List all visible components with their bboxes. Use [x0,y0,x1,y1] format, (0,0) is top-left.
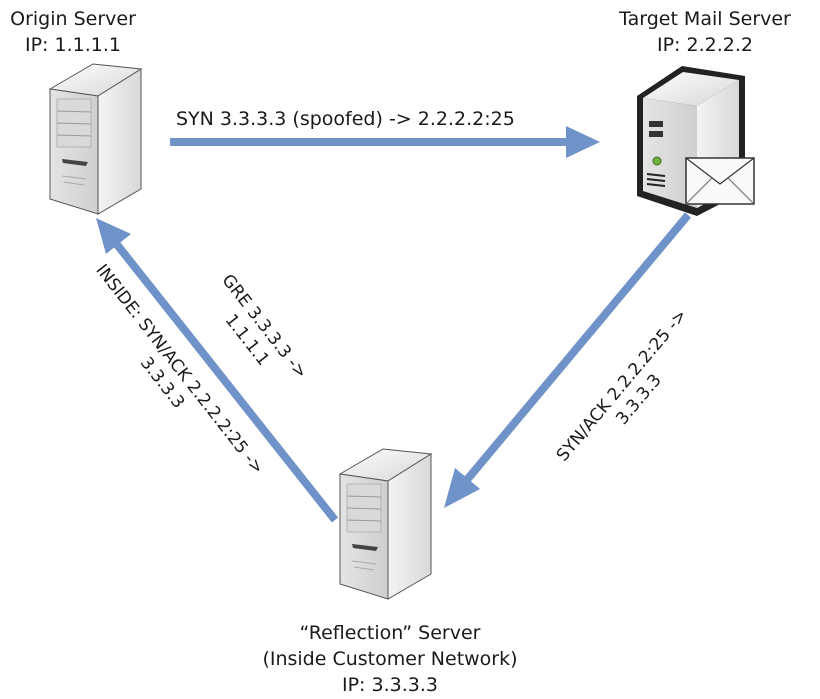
reflection-server-title: “Reflection” Server [299,622,481,644]
envelope-icon [685,157,755,205]
origin-server-label: Origin Server IP: 1.1.1.1 [8,6,138,58]
syn-edge-label: SYN 3.3.3.3 (spoofed) -> 2.2.2.2:25 [176,108,515,130]
target-server-label: Target Mail Server IP: 2.2.2.2 [590,6,820,58]
target-server-title: Target Mail Server [619,8,791,30]
arrow-syn [170,126,600,158]
origin-server-title: Origin Server [10,8,136,30]
origin-server-icon [48,63,143,215]
reflection-server-label: “Reflection” Server (Inside Customer Net… [240,620,540,698]
reflection-server-subtitle: (Inside Customer Network) [262,648,518,670]
arrow-reflection-to-origin [96,218,339,523]
target-server-ip: IP: 2.2.2.2 [657,34,753,56]
reflection-server-ip: IP: 3.3.3.3 [342,674,438,696]
reflection-server-icon [338,448,433,600]
origin-server-ip: IP: 1.1.1.1 [25,34,121,56]
arrow-synack [444,212,692,508]
